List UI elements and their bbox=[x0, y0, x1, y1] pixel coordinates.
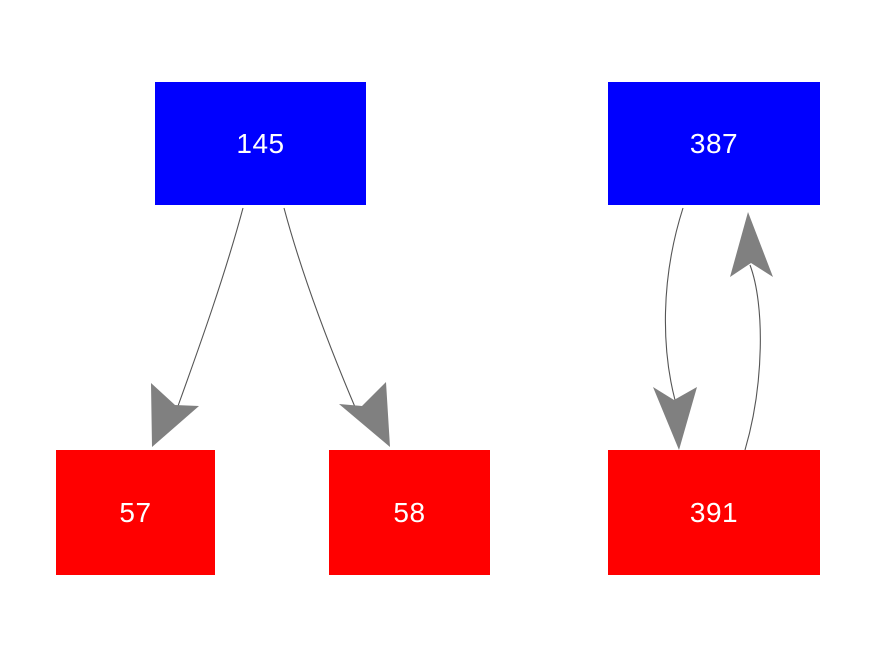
edge-145-to-57 bbox=[151, 207, 244, 447]
edge-387-to-391 bbox=[653, 207, 697, 450]
node-145-label: 145 bbox=[236, 127, 285, 159]
node-391[interactable]: 391 bbox=[608, 450, 820, 575]
node-57[interactable]: 57 bbox=[56, 450, 215, 575]
edge-391-to-387-line bbox=[744, 264, 761, 451]
node-58-label: 58 bbox=[393, 496, 426, 528]
node-387-label: 387 bbox=[689, 127, 739, 159]
edge-145-to-58-arrowhead bbox=[339, 382, 390, 447]
edge-391-to-387 bbox=[730, 212, 773, 451]
node-57-label: 57 bbox=[119, 496, 152, 528]
edge-145-to-57-line bbox=[177, 207, 244, 407]
edge-391-to-387-arrowhead bbox=[730, 212, 773, 277]
node-58[interactable]: 58 bbox=[329, 450, 490, 575]
edge-145-to-58 bbox=[283, 207, 390, 447]
edge-145-to-58-line bbox=[283, 207, 356, 408]
node-391-label: 391 bbox=[689, 496, 739, 528]
edge-387-to-391-arrowhead bbox=[653, 387, 697, 450]
node-145[interactable]: 145 bbox=[155, 82, 366, 205]
edge-145-to-57-arrowhead bbox=[151, 383, 199, 447]
node-387[interactable]: 387 bbox=[608, 82, 820, 205]
edge-387-to-391-line bbox=[664, 207, 684, 401]
